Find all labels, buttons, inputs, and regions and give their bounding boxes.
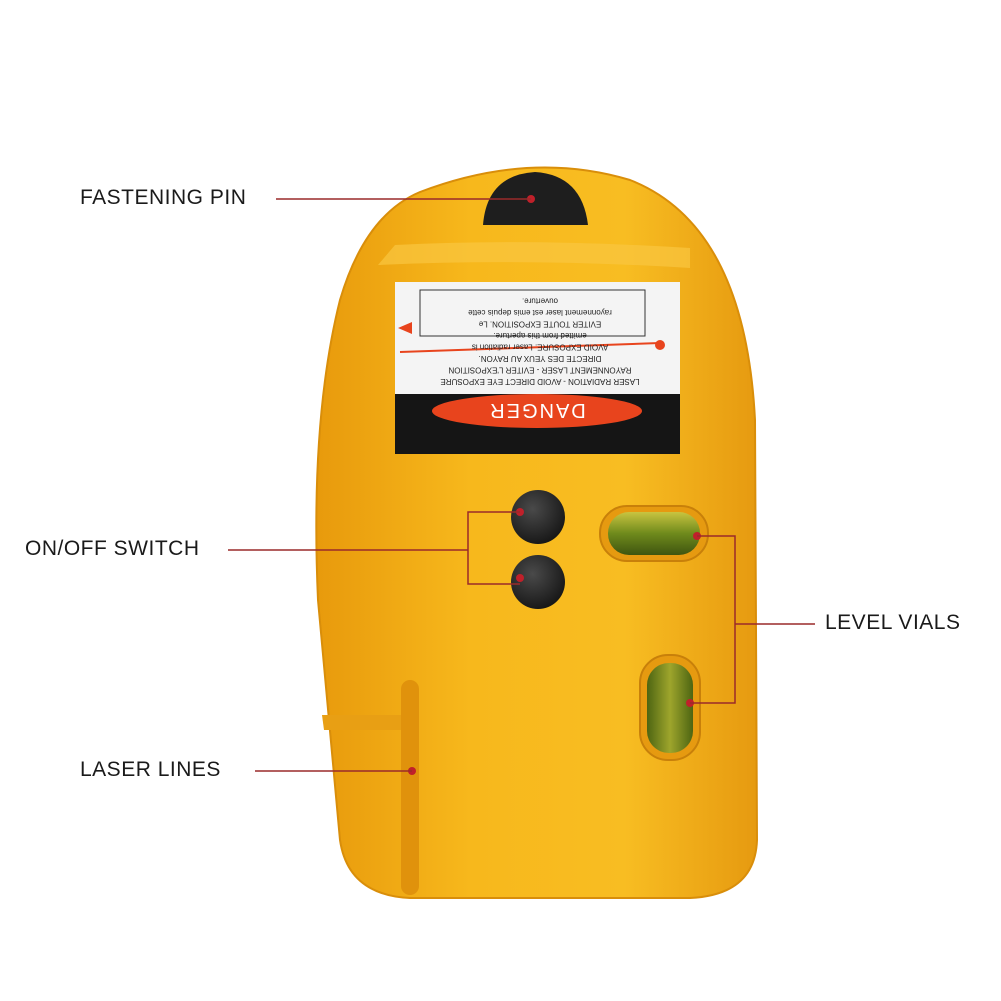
warning-text-line: AVOID EXPOSURE. Laser radiation is xyxy=(472,343,608,352)
fastening-pin-label: FASTENING PIN xyxy=(80,186,247,209)
top-ridge xyxy=(378,242,690,268)
warning-text-line: ouverture. xyxy=(522,297,558,306)
on-off-switch-label: ON/OFF SWITCH xyxy=(25,537,200,560)
warning-text: LASER RADIATION - AVOID DIRECT EYE EXPOS… xyxy=(440,297,639,387)
warning-text-line: LASER RADIATION - AVOID DIRECT EYE EXPOS… xyxy=(440,377,639,386)
laser-slot xyxy=(401,680,419,895)
warning-text-line: rayonnement laser est emis depuis cette xyxy=(468,308,612,317)
danger-text: DANGER xyxy=(488,399,586,421)
on-off-switch-bottom xyxy=(511,555,565,609)
level-vials-label: LEVEL VIALS xyxy=(825,611,961,634)
warning-text-line: emitted from this aperture. xyxy=(493,331,586,340)
laser-lines-label: LASER LINES xyxy=(80,758,221,781)
warning-label: LASER RADIATION - AVOID DIRECT EYE EXPOS… xyxy=(395,282,680,454)
callout-lines xyxy=(228,198,815,772)
on-off-switch-top xyxy=(511,490,565,544)
fastening-pin xyxy=(483,172,588,225)
warning-text-line: EVITER TOUTE EXPOSITION. Le xyxy=(478,320,601,329)
warning-text-line: DIRECTE DES YEUX AU RAYON. xyxy=(479,354,602,363)
warning-text-line: RAYONNEMENT LASER - EVITER L'EXPOSITION xyxy=(448,366,631,375)
